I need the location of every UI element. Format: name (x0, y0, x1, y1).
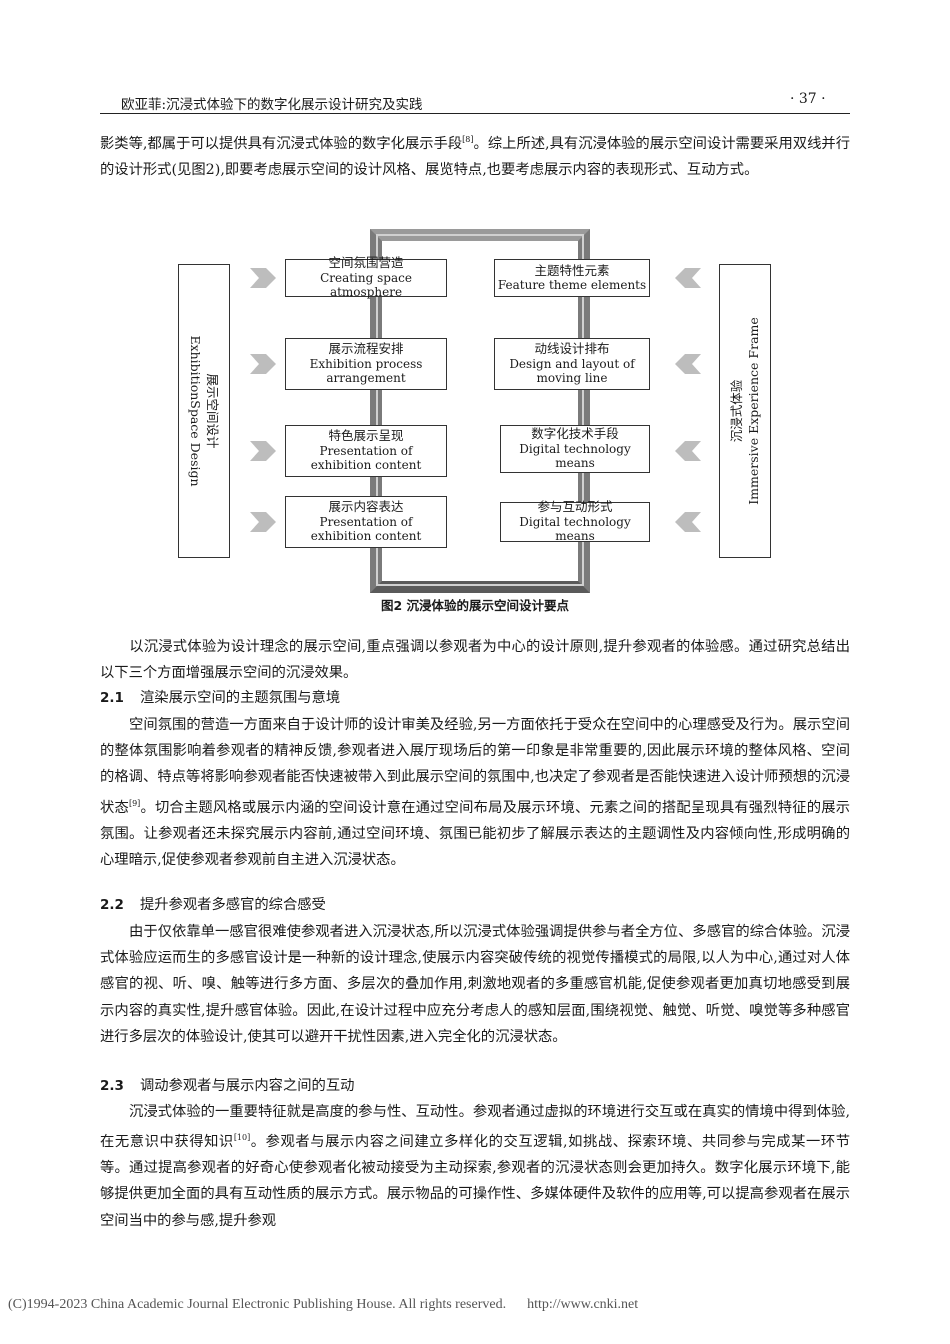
page-number: · 37 · (790, 91, 826, 107)
citation-ref: [10] (233, 1133, 251, 1143)
right-side-label: 沉浸式体验 Immersive Experience Frame (728, 317, 762, 505)
right-box-2-cn: 动线设计排布 (534, 341, 610, 357)
intro-paragraph: 影类等,都属于可以提供具有沉浸式体验的数字化展示手段[8]。综上所述,具有沉浸体… (100, 127, 850, 183)
left-box-4-cn: 展示内容表达 (328, 499, 404, 515)
left-side-cn: 展示空间设计 (205, 373, 220, 449)
right-box-3: 数字化技术手段 Digital technology means (500, 425, 650, 473)
arrow-left-icon (675, 512, 701, 532)
arrow-right-icon (250, 354, 276, 374)
right-box-1-en: Feature theme elements (497, 278, 647, 292)
figure-caption: 图2 沉浸体验的展示空间设计要点 (380, 598, 570, 613)
arrow-left-icon (675, 441, 701, 461)
arrow-left-icon (675, 354, 701, 374)
left-side-en: ExhibitionSpace Design (188, 335, 203, 487)
central-frame-inner (376, 234, 584, 586)
footer: (C)1994-2023 China Academic Journal Elec… (8, 1297, 638, 1313)
section-2-1-heading: 2.1 渲染展示空间的主题氛围与意境 (100, 685, 340, 711)
right-box-3-en: Digital technology means (519, 441, 631, 471)
section-2-3-text-b: 。参观者与展示内容之间建立多样化的交互逻辑,如挑战、探索环境、共同参与完成某一环… (100, 1133, 851, 1229)
section-2-1-body: 空间氛围的营造一方面来自于设计师的设计审美及经验,另一方面依托于受众在空间中的心… (100, 712, 850, 873)
arrow-right-icon (250, 268, 276, 288)
footer-copyright: (C)1994-2023 China Academic Journal Elec… (8, 1297, 507, 1312)
section-2-3-heading: 2.3 调动参观者与展示内容之间的互动 (100, 1073, 354, 1099)
left-box-1-en: Creating space atmosphere (320, 270, 412, 300)
left-box-2-en: Exhibition process arrangement (309, 356, 423, 386)
right-box-1-cn: 主题特性元素 (534, 262, 610, 278)
figure-2-diagram: 展示空间设计 ExhibitionSpace Design 沉浸式体验 Imme… (178, 226, 774, 598)
left-box-1-cn: 空间氛围营造 (328, 255, 404, 271)
section-2-3-text-a: 沉浸式体验的一重要特征就是高度的参与性、互动性。参观者通过虚拟的环境进行交互或在… (100, 1104, 850, 1150)
section-2-1-text-b: 。切合主题风格或展示内涵的空间设计意在通过空间布局及展示环境、元素之间的搭配呈现… (100, 799, 850, 868)
section-2-2-heading: 2.2 提升参观者多感官的综合感受 (100, 892, 326, 918)
section-2-2-text: 由于仅依靠单一感官很难使参观者进入沉浸状态,所以沉浸式体验强调提供参与者全方位、… (100, 924, 850, 1045)
arrow-right-icon (250, 512, 276, 532)
intro-text-b: 。综上所述,具有沉浸体验的展示空间设计需要采用双线并行的设计形式(见图2),即要… (100, 135, 850, 178)
section-2-1-text-a: 空间氛围的营造一方面来自于设计师的设计审美及经验,另一方面依托于受众在空间中的心… (100, 717, 850, 816)
intro-text-a: 影类等,都属于可以提供具有沉浸式体验的数字化展示手段 (100, 135, 463, 152)
section-title: 提升参观者多感官的综合感受 (140, 897, 326, 913)
left-box-3-cn: 特色展示呈现 (328, 428, 404, 444)
section-title: 调动参观者与展示内容之间的互动 (140, 1078, 355, 1094)
left-box-2-cn: 展示流程安排 (328, 341, 404, 357)
section-number: 2.2 (100, 897, 124, 913)
right-box-4-cn: 参与互动形式 (537, 499, 613, 515)
right-side-panel: 沉浸式体验 Immersive Experience Frame (719, 264, 771, 558)
right-box-1: 主题特性元素 Feature theme elements (494, 259, 650, 297)
section-2-2-body: 由于仅依靠单一感官很难使参观者进入沉浸状态,所以沉浸式体验强调提供参与者全方位、… (100, 919, 850, 1050)
right-box-4: 参与互动形式 Digital technology means (500, 499, 650, 544)
section-2-3-body: 沉浸式体验的一重要特征就是高度的参与性、互动性。参观者通过虚拟的环境进行交互或在… (100, 1099, 850, 1234)
right-box-2-en: Design and layout of moving line (509, 356, 635, 386)
citation-ref: [9] (128, 798, 141, 808)
section-title: 渲染展示空间的主题氛围与意境 (140, 690, 341, 706)
arrow-left-icon (675, 268, 701, 288)
right-box-3-cn: 数字化技术手段 (531, 426, 619, 442)
right-box-4-en: Digital technology means (519, 514, 631, 544)
left-box-2: 展示流程安排 Exhibition process arrangement (285, 338, 447, 390)
citation-ref: [8] (462, 135, 474, 144)
header-rule (100, 113, 850, 114)
right-side-cn: 沉浸式体验 (729, 379, 744, 443)
paragraph-after-figure: 以沉浸式体验为设计理念的展示空间,重点强调以参观者为中心的设计原则,提升参观者的… (100, 634, 850, 686)
paragraph-after-figure-text: 以沉浸式体验为设计理念的展示空间,重点强调以参观者为中心的设计原则,提升参观者的… (100, 639, 850, 682)
section-number: 2.3 (100, 1078, 124, 1094)
running-title: 欧亚菲:沉浸式体验下的数字化展示设计研究及实践 (121, 97, 423, 113)
left-side-panel: 展示空间设计 ExhibitionSpace Design (178, 264, 230, 558)
left-box-4: 展示内容表达 Presentation of exhibition conten… (285, 496, 447, 548)
left-box-4-en: Presentation of exhibition content (310, 514, 422, 544)
footer-url: http://www.cnki.net (527, 1297, 639, 1312)
section-number: 2.1 (100, 690, 124, 706)
right-side-en: Immersive Experience Frame (746, 317, 761, 505)
left-side-label: 展示空间设计 ExhibitionSpace Design (187, 335, 221, 486)
arrow-right-icon (250, 441, 276, 461)
left-box-3-en: Presentation of exhibition content (310, 443, 422, 473)
left-box-1: 空间氛围营造 Creating space atmosphere (285, 255, 447, 300)
right-box-2: 动线设计排布 Design and layout of moving line (494, 338, 650, 390)
left-box-3: 特色展示呈现 Presentation of exhibition conten… (285, 425, 447, 477)
